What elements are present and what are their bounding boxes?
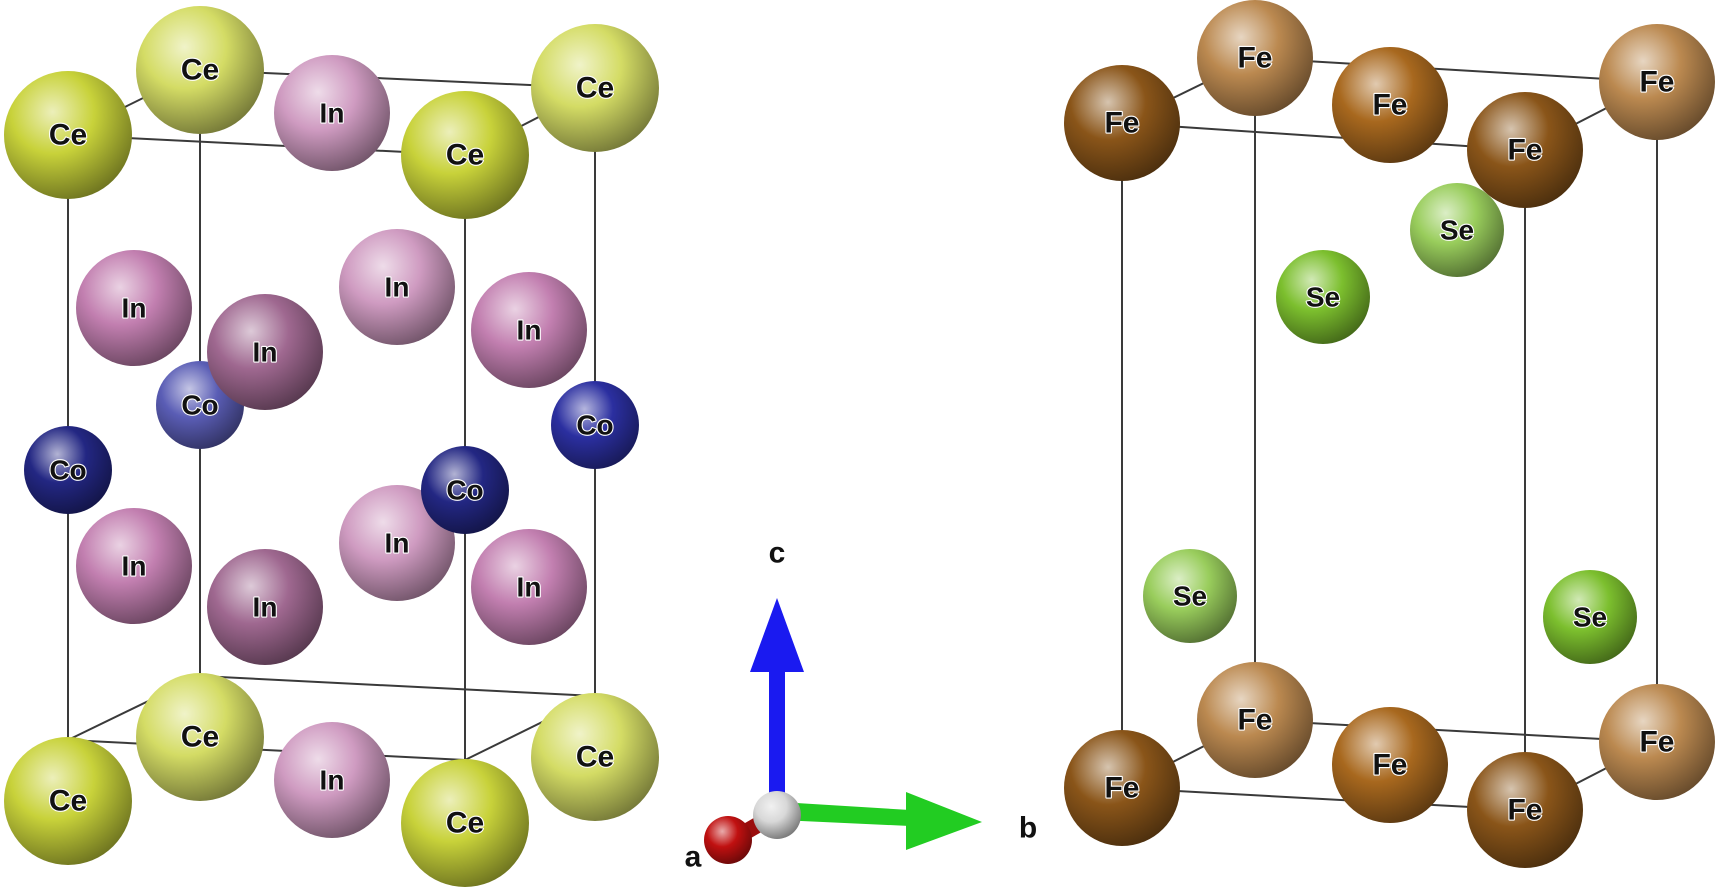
svg-text:Fe: Fe — [1104, 772, 1139, 805]
svg-text:Fe: Fe — [1507, 794, 1542, 827]
svg-text:Se: Se — [1440, 215, 1474, 246]
atom-ce: Ce — [401, 759, 529, 887]
atom-fe: Fe — [1332, 707, 1448, 823]
svg-text:Ce: Ce — [181, 721, 219, 754]
atom-in: In — [274, 55, 390, 171]
axis-b-arrow — [780, 792, 982, 850]
axis-triad: c b a — [685, 537, 1038, 874]
atom-in: In — [339, 229, 455, 345]
atom-in: In — [339, 485, 455, 601]
svg-text:Fe: Fe — [1237, 704, 1272, 737]
svg-text:Ce: Ce — [576, 72, 614, 105]
atom-se: Se — [1143, 549, 1237, 643]
atom-fe: Fe — [1064, 65, 1180, 181]
atom-fe: Fe — [1197, 0, 1313, 116]
atom-fe: Fe — [1599, 24, 1715, 140]
svg-text:Fe: Fe — [1639, 66, 1674, 99]
atom-in: In — [76, 250, 192, 366]
svg-text:In: In — [320, 765, 345, 796]
atom-in: In — [274, 722, 390, 838]
svg-text:Fe: Fe — [1372, 89, 1407, 122]
svg-text:Fe: Fe — [1507, 134, 1542, 167]
atom-ce: Ce — [4, 71, 132, 199]
atom-ce: Ce — [531, 24, 659, 152]
svg-text:Ce: Ce — [446, 807, 484, 840]
svg-text:Co: Co — [576, 410, 613, 441]
svg-text:In: In — [517, 572, 542, 603]
atom-fe: Fe — [1599, 684, 1715, 800]
atom-se: Se — [1543, 570, 1637, 664]
axis-a-label: a — [685, 841, 702, 874]
svg-text:Fe: Fe — [1237, 42, 1272, 75]
svg-text:Fe: Fe — [1104, 107, 1139, 140]
atom-fe: Fe — [1332, 47, 1448, 163]
atom-se: Se — [1276, 250, 1370, 344]
atom-in: In — [471, 272, 587, 388]
axis-origin — [753, 791, 801, 839]
atom-fe: Fe — [1064, 730, 1180, 846]
svg-text:Ce: Ce — [49, 119, 87, 152]
atom-se: Se — [1410, 183, 1504, 277]
atom-co: Co — [421, 446, 509, 534]
svg-text:In: In — [122, 551, 147, 582]
atom-ce: Ce — [4, 737, 132, 865]
atom-ce: Ce — [531, 693, 659, 821]
svg-text:Ce: Ce — [49, 785, 87, 818]
svg-text:Ce: Ce — [576, 741, 614, 774]
svg-text:Ce: Ce — [181, 54, 219, 87]
svg-text:In: In — [385, 272, 410, 303]
unit-cell-left: CeCeInCeCeInInInCoCoInCoInInCoInInCeCeIn… — [4, 6, 659, 887]
atom-ce: Ce — [136, 6, 264, 134]
svg-text:In: In — [253, 337, 278, 368]
svg-text:Co: Co — [49, 455, 86, 486]
svg-text:In: In — [122, 293, 147, 324]
atom-ce: Ce — [136, 673, 264, 801]
svg-text:Se: Se — [1306, 282, 1340, 313]
svg-text:Ce: Ce — [446, 139, 484, 172]
atom-ce: Ce — [401, 91, 529, 219]
atom-co: Co — [24, 426, 112, 514]
atom-in: In — [207, 549, 323, 665]
svg-text:Se: Se — [1173, 581, 1207, 612]
axis-b-label: b — [1019, 812, 1037, 845]
svg-text:Fe: Fe — [1372, 749, 1407, 782]
axis-c-arrow — [750, 598, 804, 815]
axis-c-label: c — [769, 537, 786, 570]
svg-text:In: In — [517, 315, 542, 346]
atom-in: In — [207, 294, 323, 410]
atom-fe: Fe — [1197, 662, 1313, 778]
atom-in: In — [76, 508, 192, 624]
atom-in: In — [471, 529, 587, 645]
svg-text:Se: Se — [1573, 602, 1607, 633]
svg-text:In: In — [385, 528, 410, 559]
svg-text:Co: Co — [446, 475, 483, 506]
svg-text:Fe: Fe — [1639, 726, 1674, 759]
atom-fe: Fe — [1467, 92, 1583, 208]
svg-text:In: In — [320, 98, 345, 129]
svg-text:In: In — [253, 592, 278, 623]
atom-co: Co — [551, 381, 639, 469]
atom-fe: Fe — [1467, 752, 1583, 868]
svg-text:Co: Co — [181, 390, 218, 421]
